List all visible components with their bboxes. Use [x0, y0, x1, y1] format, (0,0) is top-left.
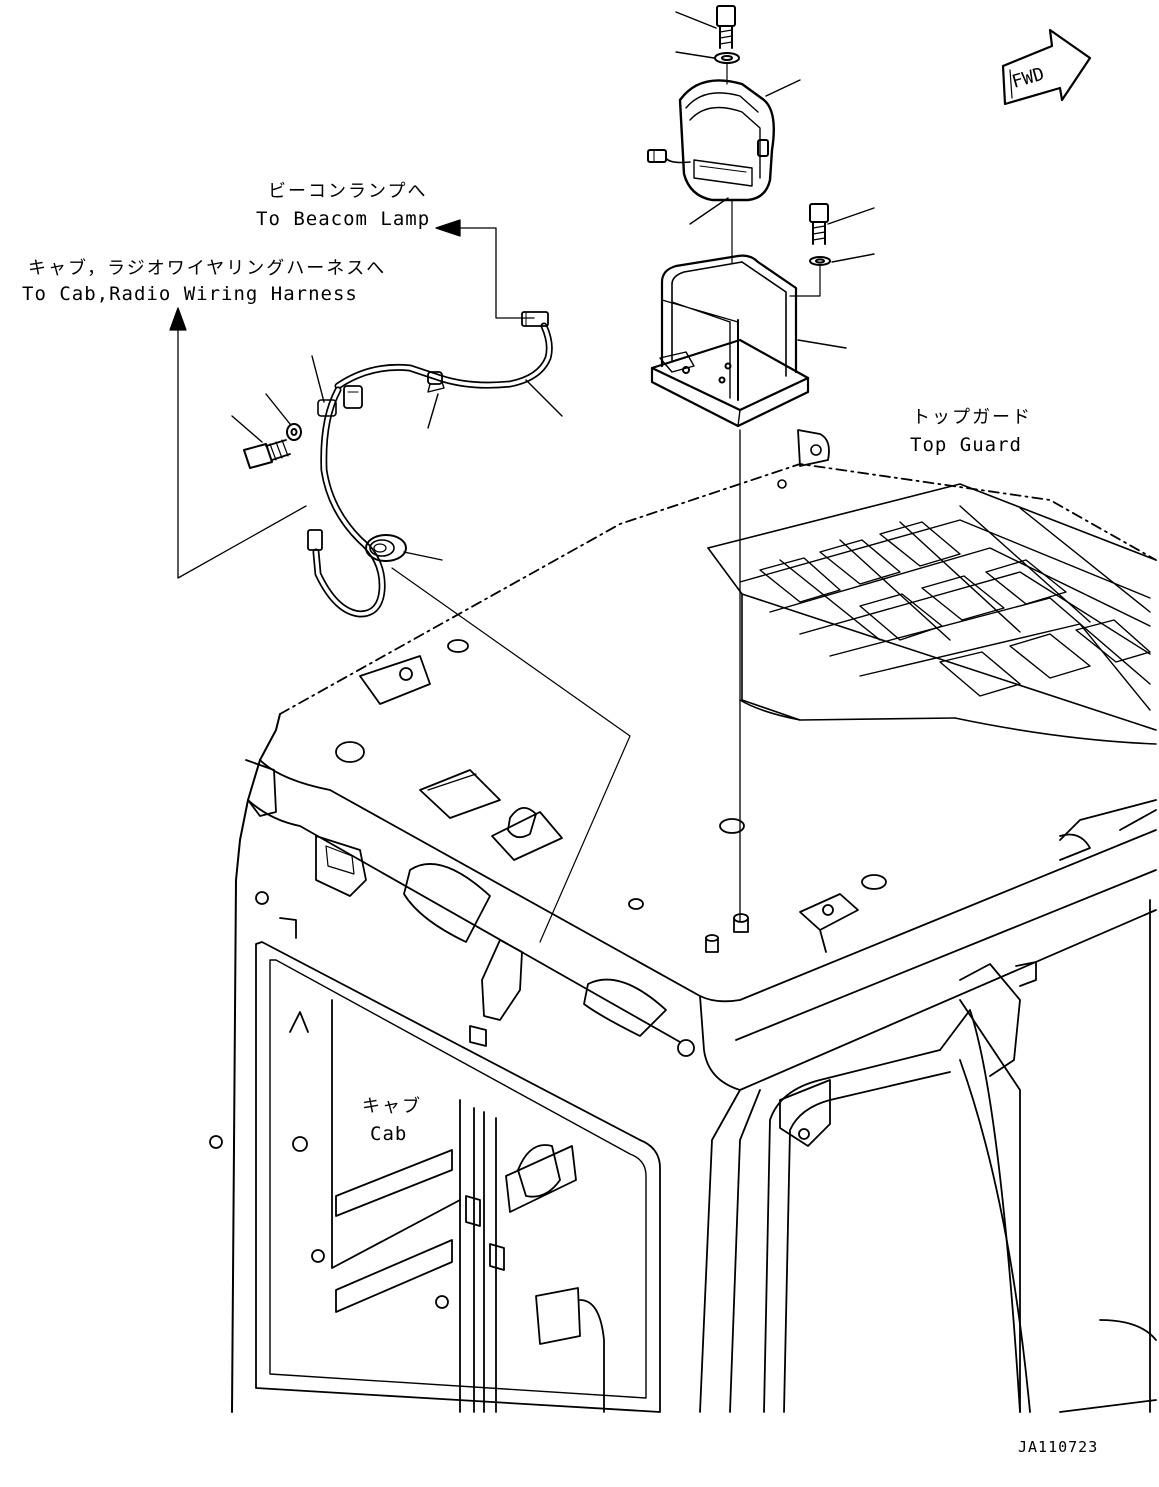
top-guard	[707, 429, 1157, 745]
harness-bolt	[231, 415, 291, 469]
harness-washer	[265, 393, 302, 441]
harness-label-en: To Cab,Radio Wiring Harness	[22, 283, 358, 305]
topguard-label-jp: トップガード	[912, 407, 1032, 428]
lamp-washer	[675, 51, 740, 64]
wiring-harness	[307, 311, 563, 618]
topguard-label-en: Top Guard	[910, 434, 1022, 456]
beacon-routing-line	[435, 219, 535, 319]
cab-label-jp: キャブ	[362, 1095, 422, 1117]
beacon-lamp	[647, 79, 801, 225]
cab-label-en: Cab	[370, 1123, 407, 1145]
cab-roof	[231, 463, 1157, 1413]
grommet-route-line	[391, 567, 631, 943]
bracket-bolt	[809, 203, 875, 245]
harness-routing-line	[169, 307, 307, 579]
bracket-washer	[789, 253, 875, 297]
harness-label-jp: キャブ，ラジオワイヤリングハーネスへ	[28, 257, 386, 279]
cab-right-pillar	[699, 799, 1157, 1413]
lamp-mount-bolt	[675, 5, 736, 49]
lamp-mounting-bracket	[650, 254, 847, 428]
cab-window-frame	[209, 941, 661, 1413]
beacon-label-en: To Beacom Lamp	[256, 208, 430, 230]
drawing-code: JA110723	[1018, 1438, 1098, 1456]
fwd-label: FWD	[1010, 64, 1047, 93]
fwd-arrow-icon: FWD	[1001, 28, 1092, 106]
beacon-label-jp: ビーコンランプへ	[268, 181, 427, 202]
